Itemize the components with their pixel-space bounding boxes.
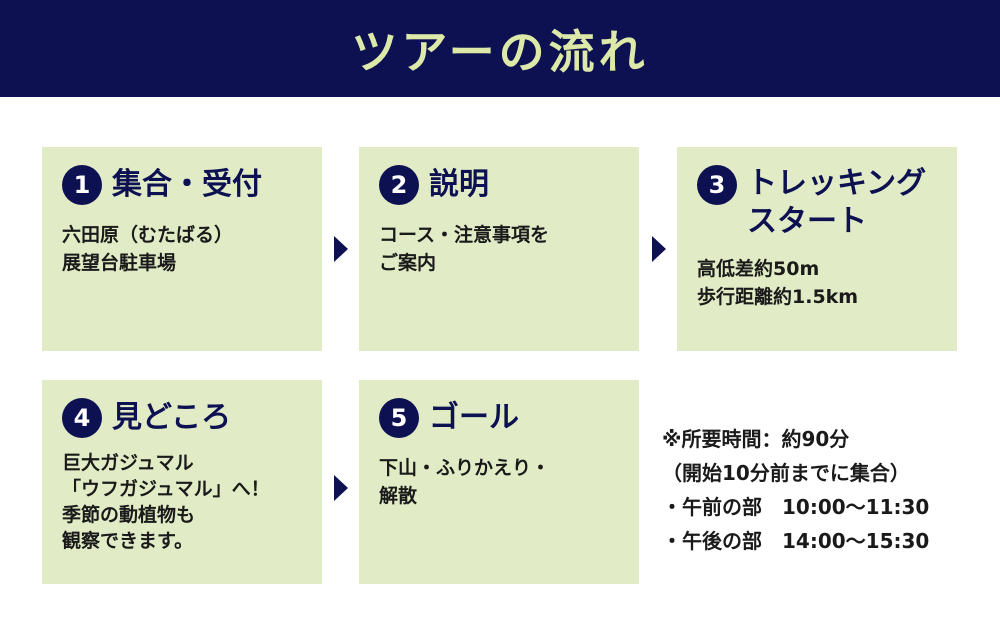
step-header: 4 見どころ — [62, 398, 302, 438]
step-description: 下山・ふりかえり・ 解散 — [379, 457, 551, 507]
step-header: 2 説明 — [379, 165, 619, 205]
step-title: 見どころ — [112, 400, 232, 435]
step-header: 3 トレッキング スタート — [697, 165, 937, 241]
step-title: トレッキング スタート — [747, 166, 927, 239]
page-header: ツアーの流れ — [0, 0, 1000, 97]
page-title: ツアーの流れ — [351, 24, 649, 79]
step-card-4: 4 見どころ 巨大ガジュマル 「ウフガジュマル」へ！ 季節の動植物も 観察できま… — [42, 380, 322, 584]
arrow-right-icon — [334, 236, 348, 262]
step-description: 巨大ガジュマル 「ウフガジュマル」へ！ 季節の動植物も 観察できます。 — [62, 452, 270, 552]
step-number-badge: 2 — [379, 165, 419, 205]
morning-session: ・午前の部 10:00～11:30 — [662, 495, 930, 519]
gathering-note: （開始10分前までに集合） — [662, 461, 910, 485]
step-title: 説明 — [429, 167, 489, 202]
step-number-badge: 5 — [379, 398, 419, 438]
step-header: 5 ゴール — [379, 398, 619, 438]
step-description: 高低差約50m 歩行距離約1.5km — [697, 258, 859, 308]
step-description: コース・注意事項を ご案内 — [379, 224, 550, 274]
step-card-1: 1 集合・受付 六田原（むたばる） 展望台駐車場 — [42, 147, 322, 351]
arrow-right-icon — [652, 236, 666, 262]
step-description: 六田原（むたばる） 展望台駐車場 — [62, 224, 234, 274]
step-title: 集合・受付 — [112, 167, 262, 202]
step-header: 1 集合・受付 — [62, 165, 302, 205]
step-number-badge: 4 — [62, 398, 102, 438]
step-title: ゴール — [429, 400, 519, 435]
step-number-badge: 1 — [62, 165, 102, 205]
duration-text: ※所要時間：約90分 — [662, 427, 850, 451]
schedule-info: ※所要時間：約90分 （開始10分前までに集合） ・午前の部 10:00～11:… — [662, 422, 992, 558]
afternoon-session: ・午後の部 14:00～15:30 — [662, 529, 930, 553]
step-number-badge: 3 — [697, 165, 737, 205]
arrow-right-icon — [334, 475, 348, 501]
step-card-3: 3 トレッキング スタート 高低差約50m 歩行距離約1.5km — [677, 147, 957, 351]
step-card-2: 2 説明 コース・注意事項を ご案内 — [359, 147, 639, 351]
step-card-5: 5 ゴール 下山・ふりかえり・ 解散 — [359, 380, 639, 584]
